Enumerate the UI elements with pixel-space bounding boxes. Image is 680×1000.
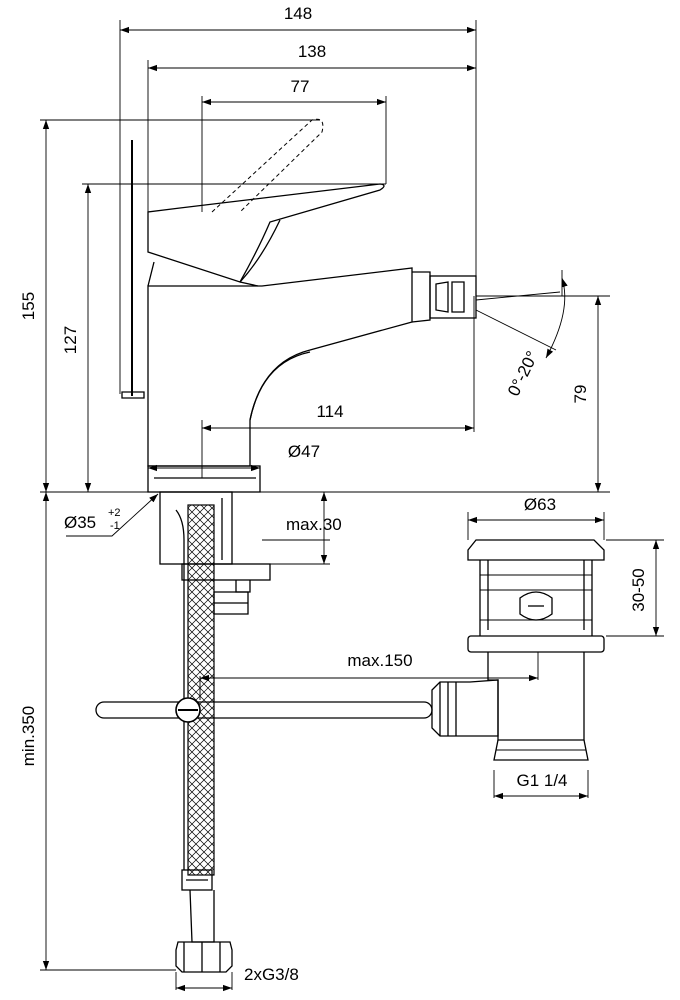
dim-reach-114: 114 bbox=[202, 402, 474, 432]
svg-text:114: 114 bbox=[316, 402, 343, 421]
svg-text:155: 155 bbox=[19, 292, 38, 320]
hose-nut bbox=[175, 941, 233, 973]
svg-text:138: 138 bbox=[298, 42, 326, 61]
svg-text:30-50: 30-50 bbox=[629, 568, 648, 611]
dim-width-148: 148 bbox=[120, 4, 476, 34]
body-outline bbox=[147, 267, 413, 467]
svg-text:Ø47: Ø47 bbox=[288, 442, 320, 461]
svg-text:2xG3/8: 2xG3/8 bbox=[244, 965, 299, 984]
svg-text:Ø35: Ø35 bbox=[64, 513, 96, 532]
braided-hose bbox=[187, 504, 215, 876]
svg-text:127: 127 bbox=[61, 326, 80, 354]
svg-text:0°-20°: 0°-20° bbox=[504, 348, 542, 399]
base-plate bbox=[147, 465, 261, 493]
under-counter-parts bbox=[95, 491, 433, 973]
dim-max-30: max.30 bbox=[286, 492, 342, 564]
extension-lines bbox=[40, 20, 664, 990]
dim-width-138: 138 bbox=[148, 42, 476, 72]
svg-text:+2: +2 bbox=[108, 507, 121, 519]
dim-min-350: min.350 bbox=[19, 492, 50, 970]
svg-text:min.350: min.350 bbox=[19, 706, 38, 766]
svg-text:Ø63: Ø63 bbox=[524, 495, 556, 514]
dim-waste-thread: G1 1/4 bbox=[494, 771, 588, 800]
dim-angle: 0°-20° bbox=[504, 270, 568, 399]
waste-valve bbox=[431, 539, 605, 761]
nozzle bbox=[411, 271, 561, 351]
svg-text:G1 1/4: G1 1/4 bbox=[516, 771, 567, 790]
dim-width-77: 77 bbox=[202, 77, 386, 106]
svg-text:max.150: max.150 bbox=[347, 651, 412, 670]
svg-text:148: 148 bbox=[284, 4, 312, 23]
dim-waste-range: 30-50 bbox=[629, 540, 660, 636]
mixer-body bbox=[121, 118, 413, 493]
svg-text:max.30: max.30 bbox=[286, 515, 342, 534]
svg-text:79: 79 bbox=[571, 385, 590, 404]
svg-text:77: 77 bbox=[291, 77, 310, 96]
lever bbox=[147, 183, 385, 283]
dim-hose-thread: 2xG3/8 bbox=[176, 965, 299, 992]
popup-rod-horizontal bbox=[95, 701, 433, 719]
dim-waste-diameter: Ø63 bbox=[468, 495, 604, 524]
dim-diameter-47: Ø47 bbox=[148, 442, 320, 472]
dim-height-127: 127 bbox=[61, 184, 92, 492]
svg-text:-1: -1 bbox=[110, 520, 120, 532]
dim-height-79: 79 bbox=[571, 296, 602, 492]
dim-hole-diameter: Ø35 +2 -1 bbox=[64, 493, 159, 537]
dim-max-150: max.150 bbox=[200, 651, 538, 682]
dim-height-155: 155 bbox=[19, 120, 50, 492]
